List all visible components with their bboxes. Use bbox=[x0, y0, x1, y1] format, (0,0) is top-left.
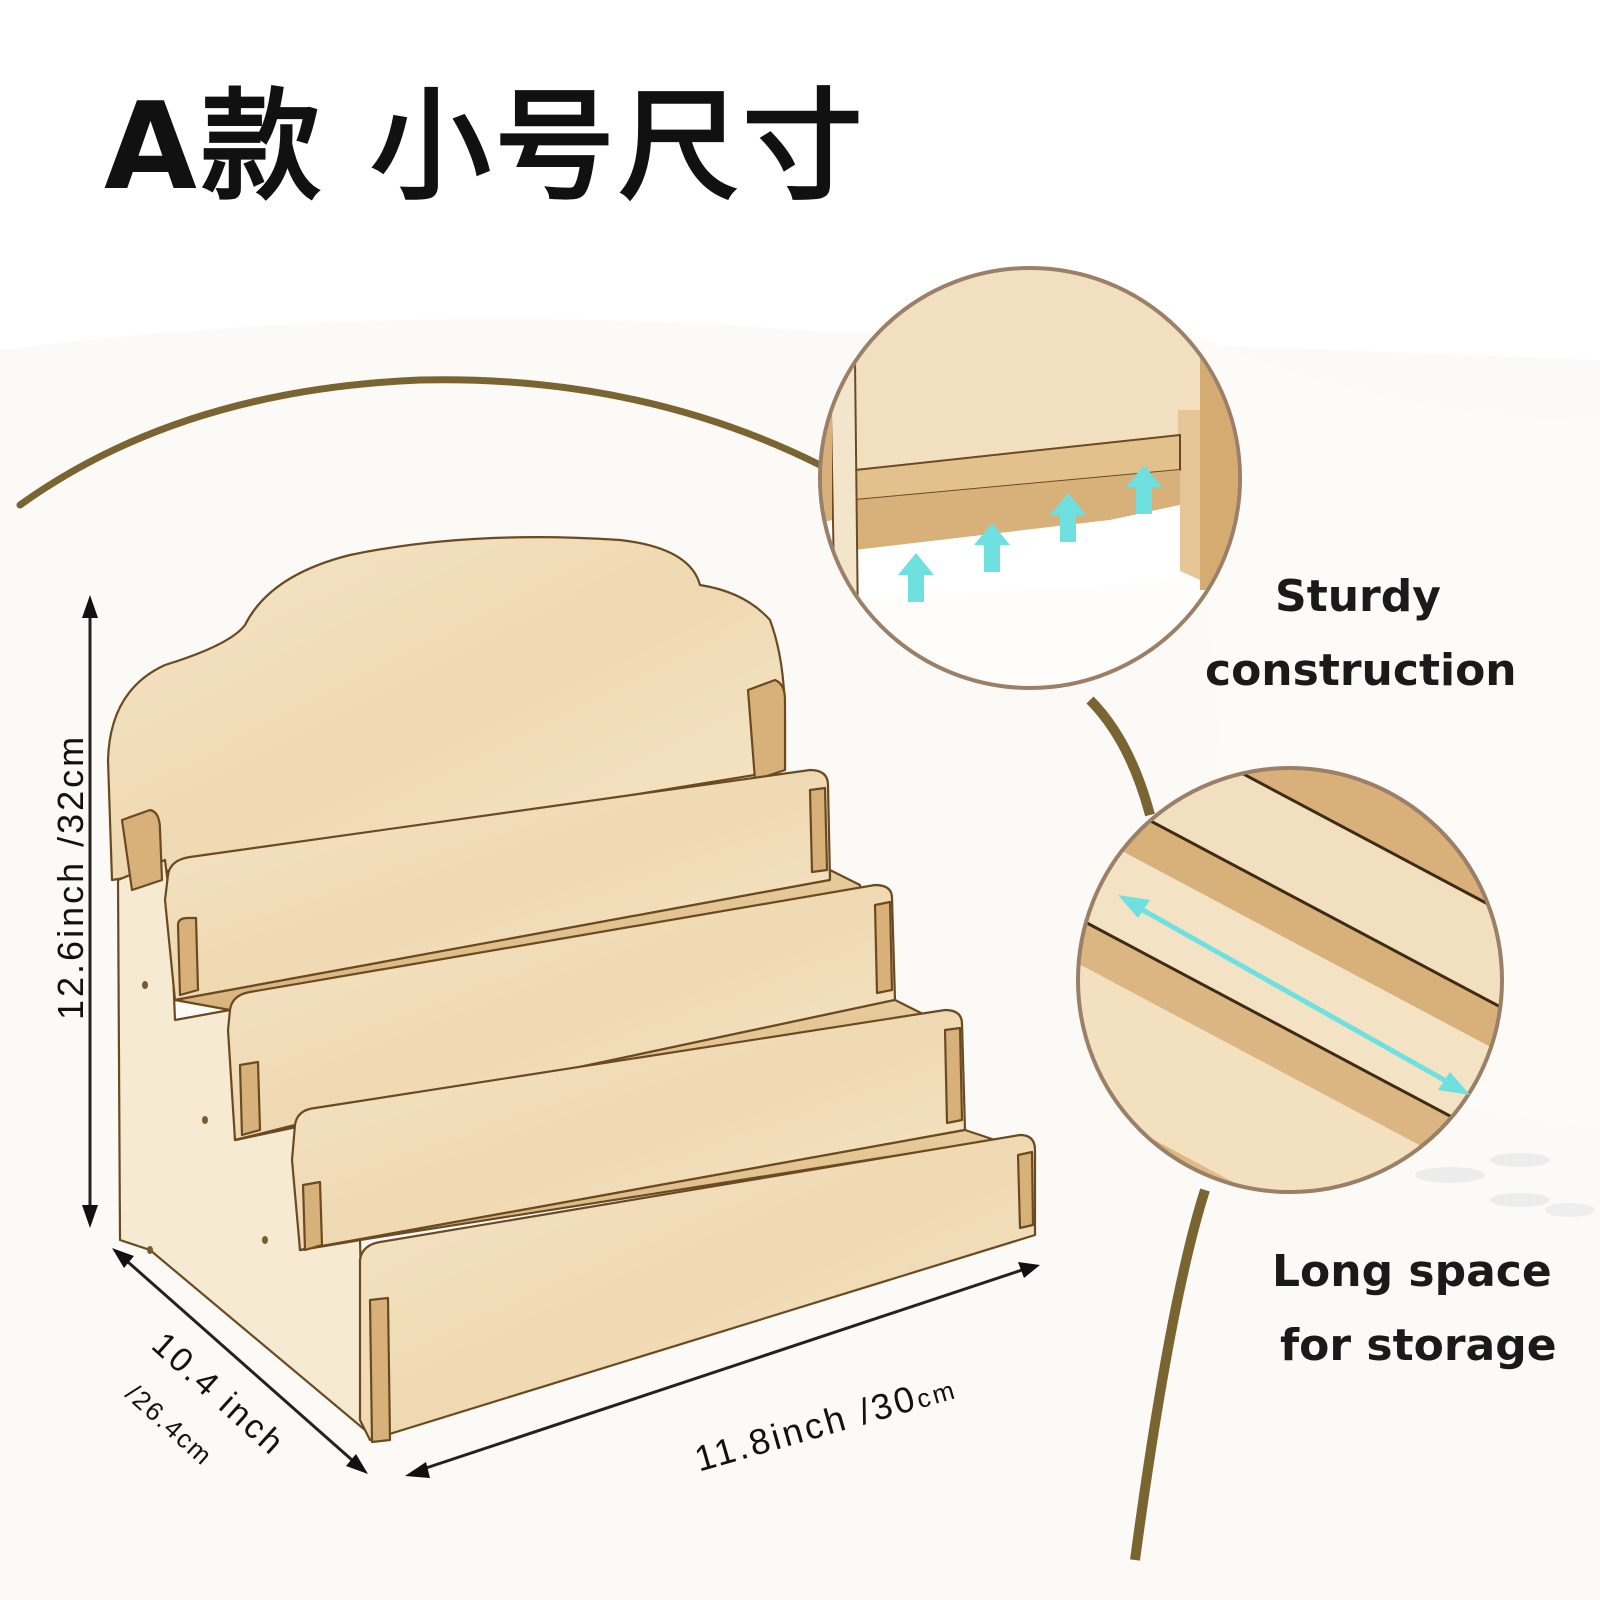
feature-line: Sturdy bbox=[1275, 571, 1441, 622]
accent-arc bbox=[16, 376, 824, 509]
up-arrow-icon bbox=[1050, 493, 1086, 542]
up-arrow-icons bbox=[898, 465, 1162, 602]
callout-long-storage bbox=[1076, 766, 1504, 1194]
callout-sturdy-construction bbox=[818, 266, 1242, 690]
display-stand bbox=[106, 536, 1037, 1444]
height-dimension-label: 12.6inch /32cm bbox=[50, 733, 91, 1020]
up-arrow-icon bbox=[974, 523, 1010, 572]
page-title: A款 小号尺寸 bbox=[104, 78, 867, 217]
feature-sturdy-construction: Sturdy construction bbox=[1205, 560, 1517, 708]
feature-line: construction bbox=[1205, 645, 1517, 696]
up-arrow-icon bbox=[898, 553, 934, 602]
accent-arc-connector bbox=[1086, 696, 1155, 817]
up-arrow-icon bbox=[1126, 465, 1162, 514]
feature-line: Long space bbox=[1272, 1246, 1552, 1297]
feature-long-storage: Long space for storage bbox=[1272, 1235, 1557, 1383]
dimension-lines bbox=[82, 595, 1040, 1478]
double-arrow-icon bbox=[1118, 895, 1470, 1095]
feature-line: for storage bbox=[1280, 1320, 1557, 1371]
accent-arc-lower bbox=[1130, 1188, 1210, 1561]
